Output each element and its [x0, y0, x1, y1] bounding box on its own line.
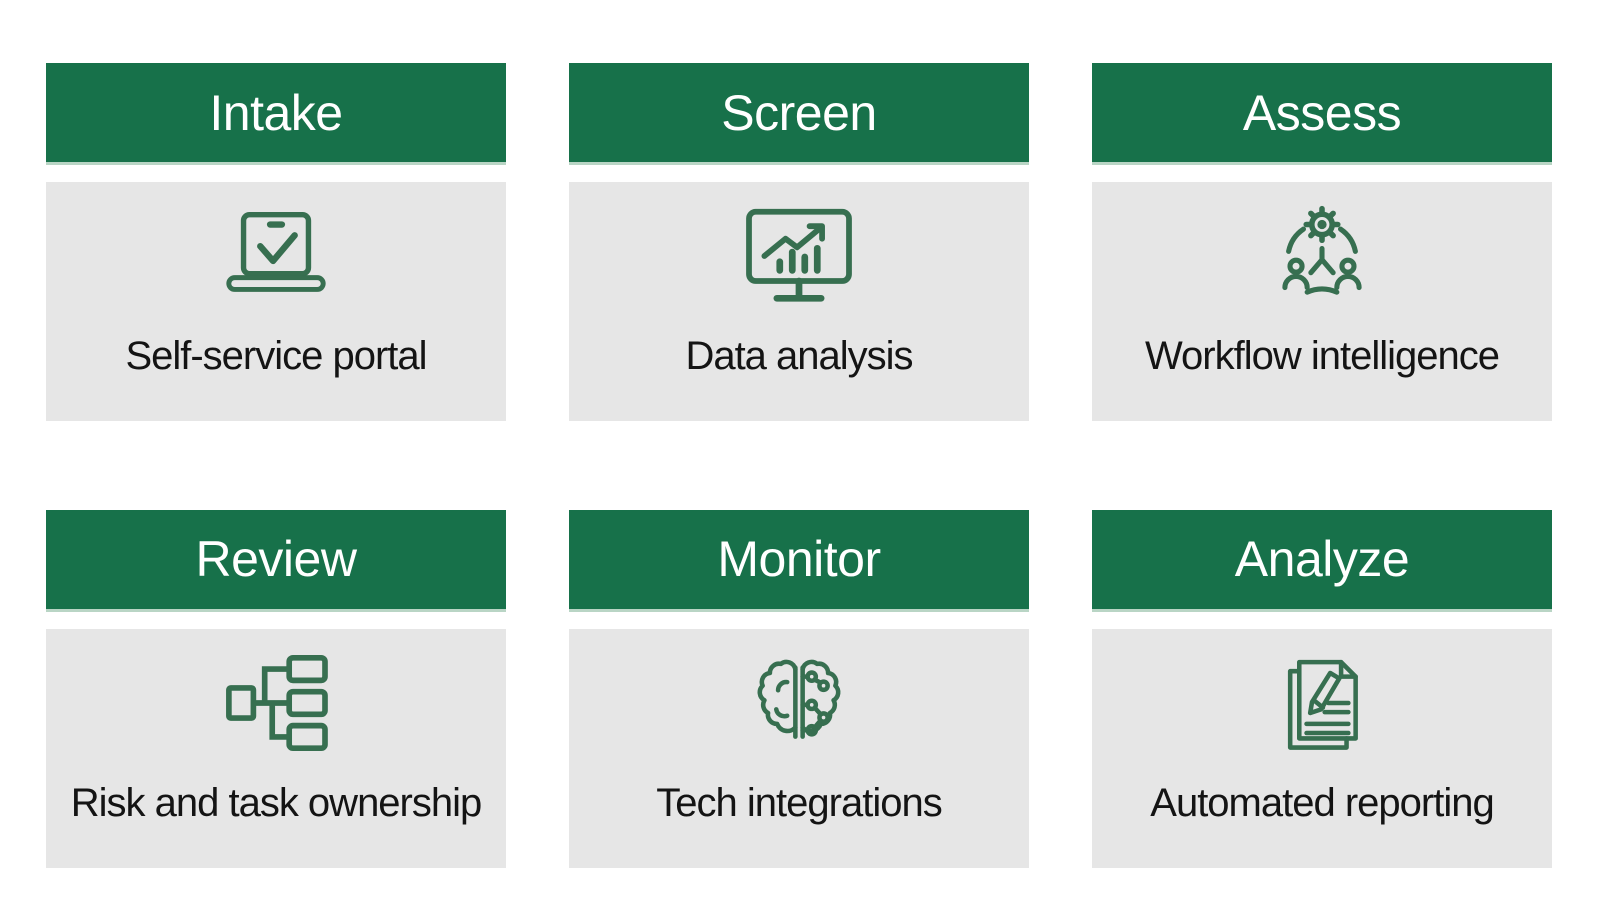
panel-label: Tech integrations	[656, 780, 942, 825]
panel-label: Data analysis	[685, 334, 913, 378]
panel-label: Workflow intelligence	[1145, 334, 1500, 378]
panel-body: Self-service portal	[46, 182, 506, 421]
laptop-check-icon	[217, 206, 335, 306]
panel-review: Review Risk and task ownership	[46, 509, 506, 900]
stage-title: Analyze	[1234, 531, 1410, 587]
documents-pencil-icon	[1272, 653, 1372, 753]
brain-circuit-icon	[747, 653, 851, 753]
panel-body: Risk and task ownership	[46, 628, 506, 868]
panel-label: Self-service portal	[125, 334, 427, 378]
stage-title: Intake	[209, 84, 343, 141]
people-gear-icon	[1266, 205, 1378, 306]
stage-title: Monitor	[717, 531, 881, 587]
panel-header: Screen	[569, 63, 1029, 165]
stage-title: Review	[195, 531, 357, 587]
panel-label: Automated reporting	[1150, 780, 1494, 825]
panel-header: Monitor	[569, 509, 1029, 612]
panel-body: Automated reporting	[1092, 628, 1552, 868]
stage-title: Screen	[721, 84, 877, 141]
panel-header: Assess	[1092, 63, 1552, 165]
panel-intake: Intake Self-service portal	[46, 63, 506, 454]
panel-monitor: Monitor	[569, 509, 1029, 900]
panel-screen: Screen Data analysis	[569, 63, 1029, 454]
panel-header: Analyze	[1092, 509, 1552, 612]
panel-analyze: Analyze Automated reporting	[1092, 509, 1552, 900]
hierarchy-icon	[219, 653, 333, 753]
panel-assess: Assess	[1092, 63, 1552, 454]
panel-label: Risk and task ownership	[70, 780, 483, 825]
panel-body: Workflow intelligence	[1092, 182, 1552, 421]
stage-title: Assess	[1242, 84, 1402, 141]
panel-header: Review	[46, 509, 506, 612]
panel-body: Tech integrations	[569, 628, 1029, 868]
monitor-chart-icon	[741, 206, 857, 306]
panel-body: Data analysis	[569, 182, 1029, 421]
panel-header: Intake	[46, 63, 506, 165]
